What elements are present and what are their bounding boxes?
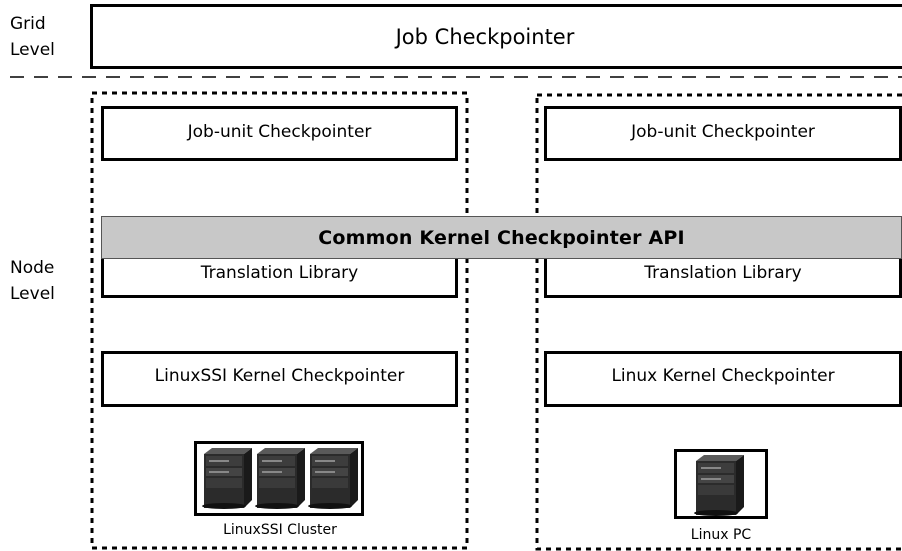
common-kernel-api-bar: Common Kernel Checkpointer API bbox=[101, 216, 902, 259]
cluster-caption: LinuxSSI Cluster bbox=[223, 522, 337, 538]
right-kernel-box: Linux Kernel Checkpointer bbox=[544, 351, 902, 407]
job-checkpointer-box: Job Checkpointer bbox=[90, 4, 902, 69]
left-translation-label: Translation Library bbox=[200, 263, 359, 283]
node-level-label: Node Level bbox=[10, 258, 55, 304]
grid-level-label: Grid Level bbox=[10, 14, 55, 60]
common-kernel-api-label: Common Kernel Checkpointer API bbox=[318, 226, 685, 249]
right-node-border bbox=[535, 93, 902, 551]
right-translation-label: Translation Library bbox=[644, 263, 802, 283]
left-kernel-box: LinuxSSI Kernel Checkpointer bbox=[101, 351, 458, 407]
cluster-servers bbox=[202, 448, 358, 509]
pc-server bbox=[694, 455, 744, 516]
left-job-unit-box: Job-unit Checkpointer bbox=[101, 106, 458, 161]
right-job-unit-label: Job-unit Checkpointer bbox=[631, 122, 815, 142]
server-tower-icon bbox=[255, 448, 305, 509]
cluster-image-box bbox=[194, 441, 364, 516]
right-kernel-label: Linux Kernel Checkpointer bbox=[611, 366, 835, 386]
server-tower-icon bbox=[694, 455, 744, 516]
left-node-border bbox=[90, 91, 469, 550]
right-job-unit-box: Job-unit Checkpointer bbox=[544, 106, 902, 161]
pc-image-box bbox=[674, 449, 768, 519]
left-kernel-label: LinuxSSI Kernel Checkpointer bbox=[154, 366, 405, 386]
left-job-unit-label: Job-unit Checkpointer bbox=[187, 122, 372, 142]
pc-caption: Linux PC bbox=[690, 527, 752, 543]
server-tower-icon bbox=[202, 448, 252, 509]
job-checkpointer-label: Job Checkpointer bbox=[395, 24, 575, 49]
server-tower-icon bbox=[308, 448, 358, 509]
